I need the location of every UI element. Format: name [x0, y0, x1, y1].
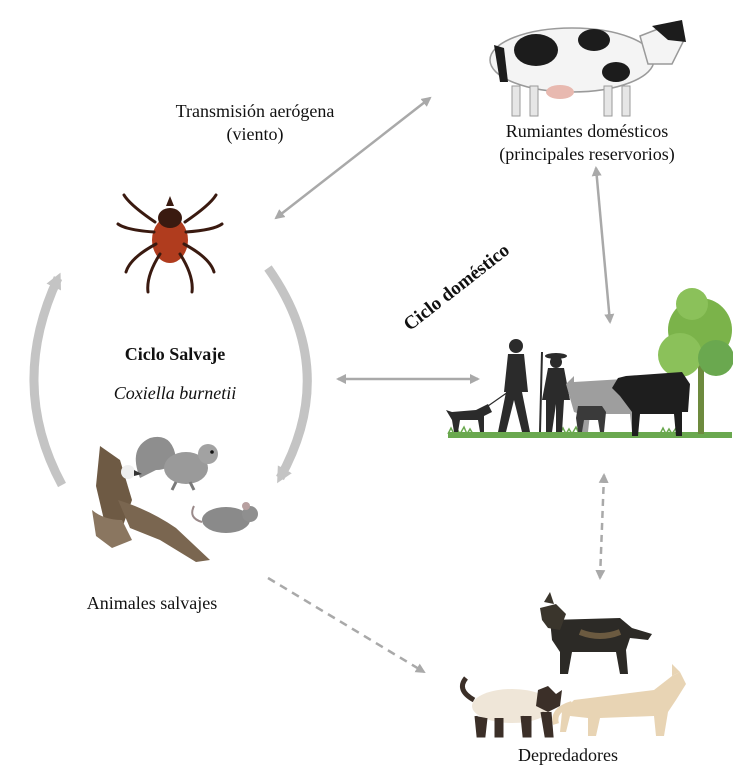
farm-predators-dashed-arrow — [600, 475, 604, 578]
domestic-ruminants-label: Rumiantes domésticos (principales reserv… — [452, 120, 722, 165]
airborne-transmission-line-1: Transmisión aerógena — [150, 100, 360, 123]
siamese-cat-icon — [462, 678, 562, 736]
domestic-ruminants-line-2: (principales reservorios) — [452, 143, 722, 166]
squirrel-icon — [136, 437, 218, 490]
wild-animals-label: Animales salvajes — [52, 592, 252, 615]
ruminants-farm-arrow — [596, 168, 610, 322]
cow-icon — [490, 20, 686, 116]
wild-cycle-title: Ciclo Salvaje — [80, 343, 270, 366]
tick-icon — [118, 195, 222, 292]
wild-cycle-arc-right — [268, 268, 307, 478]
domestic-ruminants-line-1: Rumiantes domésticos — [452, 120, 722, 143]
airborne-transmission-label: Transmisión aerógena (viento) — [150, 100, 360, 145]
wild-predators-dashed-arrow — [268, 578, 424, 672]
dog-icon — [540, 592, 652, 674]
tan-cat-icon — [555, 664, 686, 736]
farm-scene-icon — [446, 288, 733, 438]
airborne-transmission-line-2: (viento) — [150, 123, 360, 146]
predators-label: Depredadores — [488, 744, 648, 767]
wild-cycle-arc-left — [34, 278, 62, 485]
pathogen-name: Coxiella burnetii — [70, 382, 280, 405]
mouse-icon — [192, 502, 258, 533]
